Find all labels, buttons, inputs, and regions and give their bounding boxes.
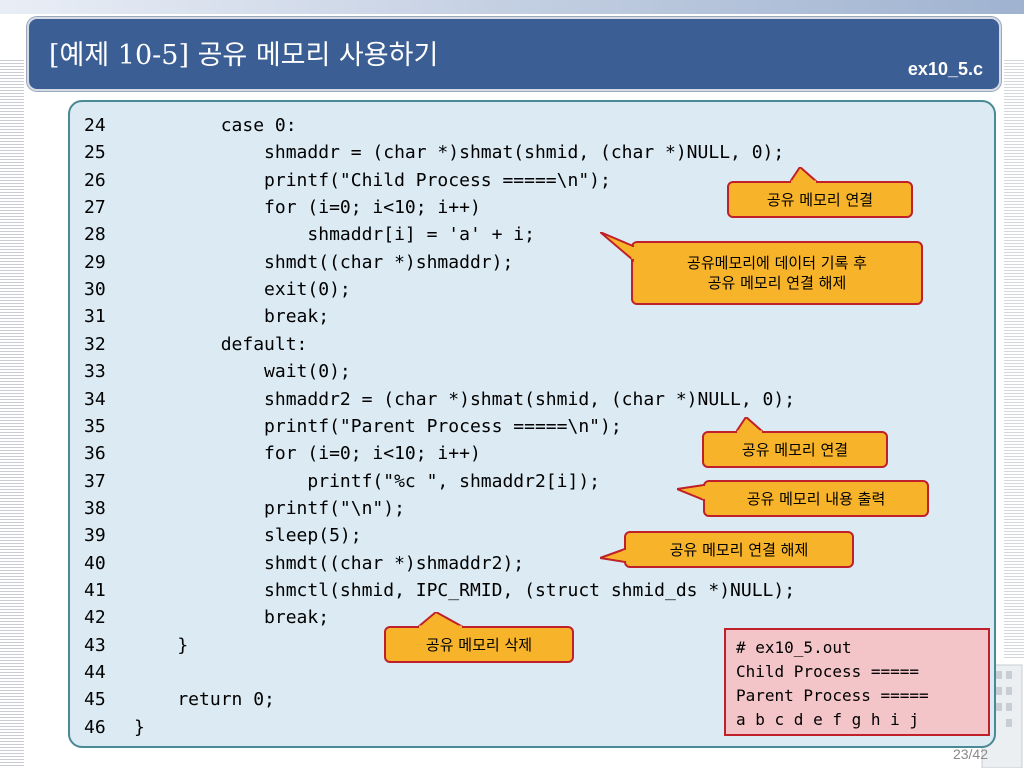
line-number: 32 xyxy=(84,333,106,355)
line-number: 26 xyxy=(84,169,106,191)
callout-print-contents: 공유 메모리 내용 출력 xyxy=(703,480,929,517)
code-line: 43 } xyxy=(84,632,188,659)
code-text: printf("Child Process =====\n"); xyxy=(134,169,611,191)
code-text: } xyxy=(134,716,145,738)
callout-pointer xyxy=(677,483,705,502)
code-text: shmaddr[i] = 'a' + i; xyxy=(134,224,535,246)
line-number: 33 xyxy=(84,361,106,383)
code-text: printf("\n"); xyxy=(134,497,405,519)
code-line: 33 wait(0); xyxy=(84,358,351,385)
code-line: 34 shmaddr2 = (char *)shmat(shmid, (char… xyxy=(84,386,795,413)
code-line: 28 shmaddr[i] = 'a' + i; xyxy=(84,221,535,248)
code-text: break; xyxy=(134,607,330,629)
callout-write-detach: 공유메모리에 데이터 기록 후 공유 메모리 연결 해제 xyxy=(631,241,923,305)
source-file-name: ex10_5.c xyxy=(907,59,983,79)
code-text: case 0: xyxy=(134,115,297,136)
line-number: 36 xyxy=(84,443,106,465)
callout-attach-child: 공유 메모리 연결 xyxy=(727,181,913,218)
code-line: 26 printf("Child Process =====\n"); xyxy=(84,167,611,194)
line-number: 45 xyxy=(84,689,106,711)
code-text: exit(0); xyxy=(134,279,351,301)
line-number: 35 xyxy=(84,415,106,437)
code-text: shmctl(shmid, IPC_RMID, (struct shmid_ds… xyxy=(134,579,796,601)
code-line: 32 default: xyxy=(84,331,307,358)
code-text: shmdt((char *)shmaddr2); xyxy=(134,552,525,574)
code-line: 30 exit(0); xyxy=(84,276,351,303)
right-decor-stripes xyxy=(1004,60,1024,660)
code-text: } xyxy=(134,634,189,656)
slide-title-bar: [예제 10-5] 공유 메모리 사용하기 ex10_5.c xyxy=(27,17,1001,91)
code-text: break; xyxy=(134,306,330,328)
code-line: 41 shmctl(shmid, IPC_RMID, (struct shmid… xyxy=(84,577,795,604)
line-number: 24 xyxy=(84,115,106,136)
code-text: shmaddr = (char *)shmat(shmid, (char *)N… xyxy=(134,142,785,164)
callout-label: 공유 메모리 삭제 xyxy=(425,635,533,654)
callout-pointer xyxy=(600,232,634,263)
code-line: 25 shmaddr = (char *)shmat(shmid, (char … xyxy=(84,139,784,166)
code-line: 42 break; xyxy=(84,604,329,631)
callout-pointer xyxy=(418,612,464,628)
code-line: 24 case 0: xyxy=(84,112,297,139)
code-text: printf("Parent Process =====\n"); xyxy=(134,415,622,437)
callout-label-line1: 공유메모리에 데이터 기록 후 xyxy=(687,254,867,272)
code-text: sleep(5); xyxy=(134,525,362,547)
line-number: 28 xyxy=(84,224,106,246)
code-line: 35 printf("Parent Process =====\n"); xyxy=(84,413,622,440)
code-line: 36 for (i=0; i<10; i++) xyxy=(84,440,481,467)
code-line: 45 return 0; xyxy=(84,686,275,713)
output-line: Parent Process ===== xyxy=(736,686,929,705)
line-number: 30 xyxy=(84,279,106,301)
code-text: return 0; xyxy=(134,689,275,711)
callout-pointer xyxy=(736,417,764,433)
line-number: 37 xyxy=(84,470,106,492)
code-line: 29 shmdt((char *)shmaddr); xyxy=(84,249,513,276)
line-number: 42 xyxy=(84,607,106,629)
line-number: 29 xyxy=(84,251,106,273)
callout-label: 공유 메모리 연결 xyxy=(766,190,874,209)
line-number: 41 xyxy=(84,579,106,601)
code-text: printf("%c ", shmaddr2[i]); xyxy=(134,470,600,492)
code-text: for (i=0; i<10; i++) xyxy=(134,443,481,465)
output-line: # ex10_5.out xyxy=(736,638,852,657)
left-decor-stripes xyxy=(0,60,24,768)
callout-attach-parent: 공유 메모리 연결 xyxy=(702,431,888,468)
top-decor-band xyxy=(0,0,1024,14)
callout-label: 공유 메모리 내용 출력 xyxy=(746,489,886,508)
code-line: 27 for (i=0; i<10; i++) xyxy=(84,194,481,221)
code-text: shmaddr2 = (char *)shmat(shmid, (char *)… xyxy=(134,388,796,410)
callout-detach-parent: 공유 메모리 연결 해제 xyxy=(624,531,854,568)
output-line: Child Process ===== xyxy=(736,662,920,681)
code-text: default: xyxy=(134,333,308,355)
line-number: 31 xyxy=(84,306,106,328)
code-line: 39 sleep(5); xyxy=(84,522,362,549)
line-number: 40 xyxy=(84,552,106,574)
code-line: 37 printf("%c ", shmaddr2[i]); xyxy=(84,468,600,495)
callout-label-line2: 공유 메모리 연결 해제 xyxy=(707,274,847,292)
program-output-box: # ex10_5.out Child Process ===== Parent … xyxy=(724,628,990,736)
output-line: a b c d e f g h i j xyxy=(736,710,920,729)
callout-remove: 공유 메모리 삭제 xyxy=(384,626,574,663)
line-number: 34 xyxy=(84,388,106,410)
code-text: shmdt((char *)shmaddr); xyxy=(134,251,514,273)
line-number: 25 xyxy=(84,142,106,164)
line-number: 38 xyxy=(84,497,106,519)
code-line: 46} xyxy=(84,714,145,741)
code-line: 44 xyxy=(84,659,134,686)
code-line: 31 break; xyxy=(84,303,329,330)
callout-label: 공유 메모리 연결 xyxy=(741,440,849,459)
code-line: 38 printf("\n"); xyxy=(84,495,405,522)
line-number: 43 xyxy=(84,634,106,656)
callout-pointer xyxy=(790,167,818,183)
callout-label: 공유 메모리 연결 해제 xyxy=(669,540,809,559)
line-number: 39 xyxy=(84,525,106,547)
page-number: 23/42 xyxy=(952,746,988,762)
line-number: 27 xyxy=(84,197,106,219)
line-number: 46 xyxy=(84,716,106,738)
code-text: wait(0); xyxy=(134,361,351,383)
slide-title: [예제 10-5] 공유 메모리 사용하기 xyxy=(49,40,439,71)
line-number: 44 xyxy=(84,662,106,683)
code-line: 40 shmdt((char *)shmaddr2); xyxy=(84,550,524,577)
callout-pointer xyxy=(600,547,626,564)
code-text: for (i=0; i<10; i++) xyxy=(134,197,481,219)
